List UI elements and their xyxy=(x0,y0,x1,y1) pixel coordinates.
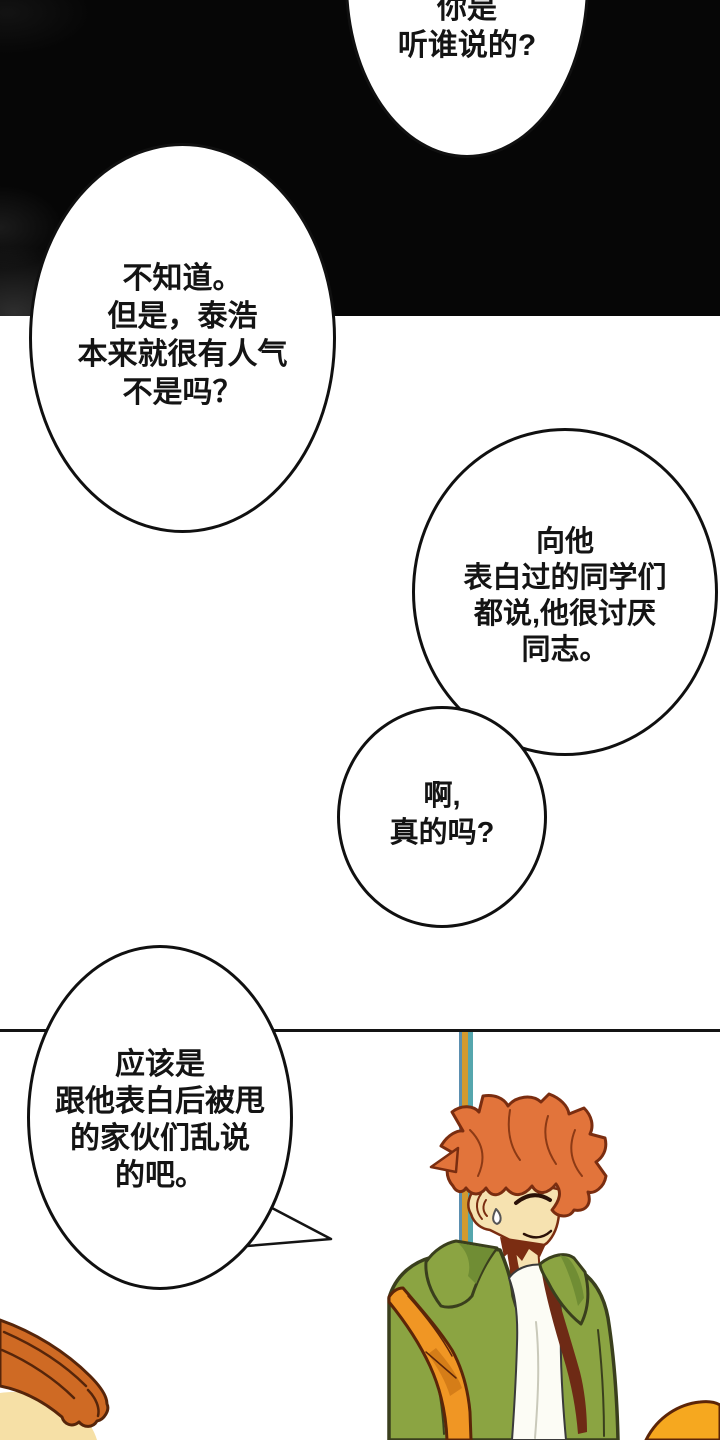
speech-bubble-right xyxy=(412,428,718,756)
bag-strap xyxy=(387,1286,473,1440)
ear-lines xyxy=(476,1193,488,1220)
bubble-text-line: 都说,他很讨厌 xyxy=(473,598,657,630)
bag-strap-shade xyxy=(428,1348,462,1396)
bubble-text-line: 的家伙们乱说 xyxy=(70,1122,250,1155)
foreground-hair-strands xyxy=(0,1330,100,1418)
bubble-text-line: 听谁说的? xyxy=(397,29,537,62)
speech-bubble-reply xyxy=(337,706,547,928)
bubble-text-line: 表白过的同学们 xyxy=(463,562,667,594)
sweat-drop xyxy=(492,1208,502,1225)
collar-shade-right xyxy=(560,1255,584,1306)
closed-eye xyxy=(514,1193,552,1205)
bubble-text-line: 应该是 xyxy=(115,1048,205,1081)
main-character xyxy=(387,1092,620,1440)
bubble-text-line: 同志。 xyxy=(521,634,609,666)
foreground-forehead xyxy=(0,1392,97,1440)
speech-bubble-tail xyxy=(246,1206,333,1248)
shadow-streak xyxy=(541,1264,587,1434)
speech-bubble-bottom xyxy=(27,945,293,1290)
bubble-text-left: 不知道。 但是，泰浩 本来就很有人气 不是吗？ xyxy=(29,260,336,412)
bubble-text-line: 不知道。 xyxy=(122,262,243,295)
collar-shade-left xyxy=(458,1243,495,1284)
bag-strap-lines xyxy=(407,1295,457,1379)
bubble-text-top: 你是 听谁说的? xyxy=(345,0,589,64)
bubble-text-line: 你是 xyxy=(437,0,497,25)
bag-corner xyxy=(644,1400,720,1440)
panel-divider-line xyxy=(0,1029,720,1032)
hair-spike-left xyxy=(429,1146,460,1174)
bubble-text-line: 跟他表白后被甩 xyxy=(55,1085,265,1118)
bubble-text-line: 本来就很有人气 xyxy=(77,338,288,371)
bubble-text-bottom: 应该是 跟他表白后被甩 的家伙们乱说 的吧。 xyxy=(27,1046,293,1194)
bubble-text-line: 但是，泰浩 xyxy=(107,300,258,333)
bubble-text-reply: 啊, 真的吗? xyxy=(337,778,547,852)
hair-strand-lines xyxy=(469,1109,583,1177)
bubble-text-line: 真的吗? xyxy=(389,817,495,849)
bubble-text-line: 向他 xyxy=(535,526,594,558)
smile-line xyxy=(522,1229,553,1239)
foreground-hair xyxy=(0,1318,110,1428)
jaw-shadow xyxy=(500,1237,546,1261)
bubble-text-line: 的吧。 xyxy=(115,1159,205,1192)
bubble-text-right: 向他 表白过的同学们 都说,他很讨厌 同志。 xyxy=(412,524,718,668)
character-hair xyxy=(439,1092,608,1218)
shirt-crease xyxy=(534,1321,540,1439)
speech-bubble-left xyxy=(29,143,336,533)
bubble-text-line: 不是吗？ xyxy=(122,376,243,409)
bubble-text-line: 啊, xyxy=(423,780,461,812)
foreground-head xyxy=(0,1318,110,1440)
